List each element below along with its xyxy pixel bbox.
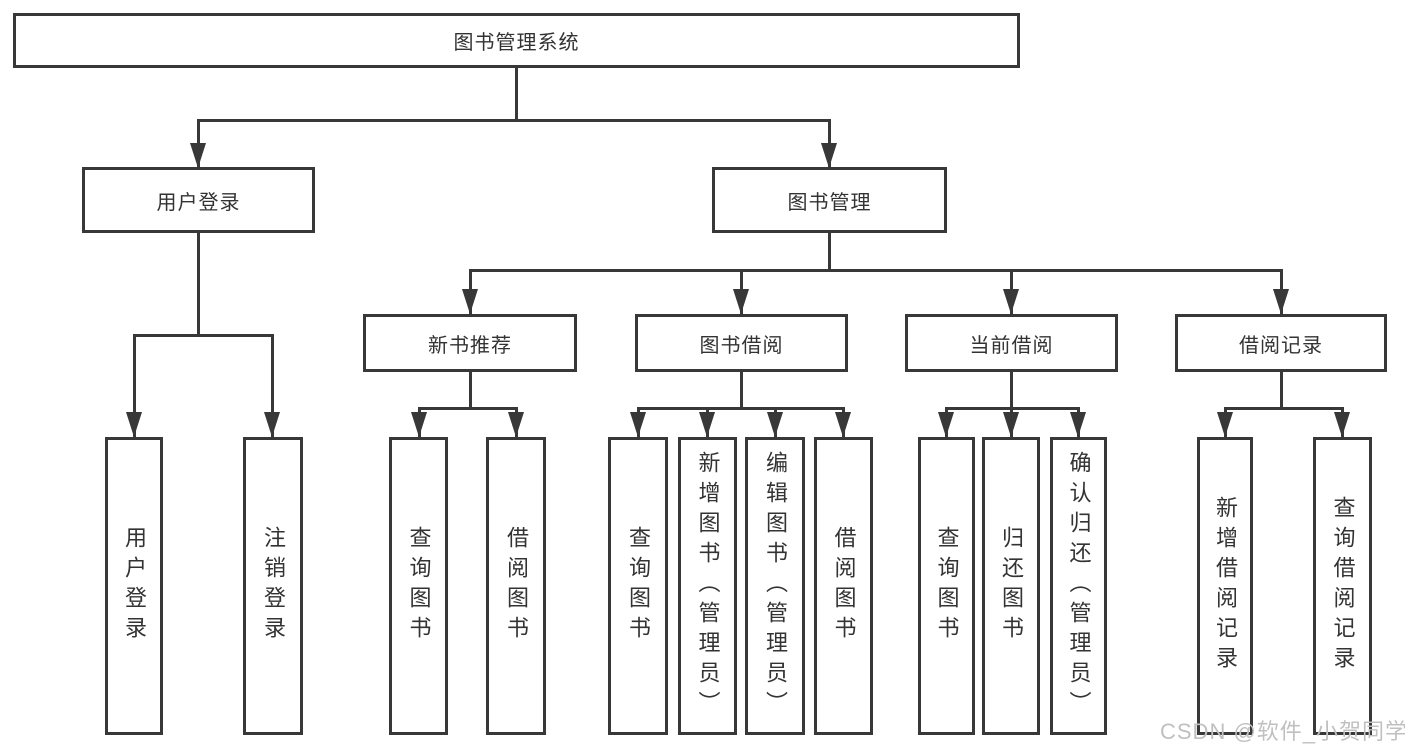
connector-book-borrowing-rail — [637, 407, 845, 410]
connector-borrowing-records-rail — [1224, 407, 1344, 410]
connector-current-borrowing-stem — [1010, 370, 1013, 410]
arrowhead-down-icon — [1070, 412, 1086, 437]
leaf-query-borrow-record: 查询借阅记录 — [1313, 437, 1372, 735]
csdn-watermark: CSDN @软件_小贺同学 — [1160, 719, 1405, 744]
leaf-add-borrow-record: 新增借阅记录 — [1197, 437, 1253, 735]
leaf-logout: 注销登录 — [243, 437, 303, 735]
node-book-management: 图书管理 — [712, 167, 947, 233]
arrowhead-down-icon — [1217, 412, 1233, 437]
connector-borrowing-records-stem — [1280, 370, 1283, 410]
node-borrowing-records: 借阅记录 — [1175, 314, 1387, 372]
leaf-label: 编辑图书（管理员） — [763, 451, 788, 721]
arrowhead-down-icon — [699, 412, 715, 437]
leaf-label: 注销登录 — [261, 526, 286, 646]
leaf-query-books-borrowing: 查询图书 — [608, 437, 668, 735]
arrowhead-down-icon — [767, 412, 783, 437]
arrowhead-down-icon — [938, 412, 954, 437]
arrowhead-down-icon — [821, 143, 837, 168]
connector-level3-rail — [469, 269, 1283, 272]
leaf-label: 查询图书 — [934, 526, 960, 646]
arrowhead-down-icon — [630, 412, 646, 437]
arrowhead-down-icon — [508, 412, 524, 437]
node-root: 图书管理系统 — [13, 13, 1020, 68]
leaf-label: 归还图书 — [999, 526, 1024, 646]
node-book-borrowing: 图书借阅 — [635, 314, 848, 372]
leaf-label: 查询图书 — [406, 526, 432, 646]
arrowhead-down-icon — [1003, 289, 1019, 314]
connector-new-book-stem — [469, 370, 472, 410]
arrowhead-down-icon — [733, 289, 749, 314]
connector-book-management-stem — [828, 231, 831, 272]
arrowhead-down-icon — [462, 289, 478, 314]
arrowhead-down-icon — [1003, 412, 1019, 437]
node-new-book-recommendation: 新书推荐 — [363, 314, 577, 372]
connector-to-leaf-user-login — [133, 334, 136, 437]
leaf-query-books-current: 查询图书 — [918, 437, 975, 735]
leaf-label: 借阅图书 — [504, 526, 529, 646]
leaf-borrow-books-recommend: 借阅图书 — [486, 437, 546, 735]
node-user-login: 用户登录 — [82, 167, 315, 233]
leaf-borrow-books: 借阅图书 — [814, 437, 873, 735]
leaf-label: 查询图书 — [626, 526, 651, 646]
connector-root-stem — [515, 66, 518, 121]
leaf-label: 确认归还（管理员） — [1066, 451, 1092, 721]
leaf-label: 借阅图书 — [831, 526, 857, 646]
leaf-edit-book-admin: 编辑图书（管理员） — [745, 437, 805, 735]
connector-to-leaf-logout — [271, 334, 274, 437]
leaf-query-books-recommend: 查询图书 — [389, 437, 448, 735]
arrowhead-down-icon — [190, 143, 206, 168]
leaf-label: 用户登录 — [122, 526, 147, 646]
node-current-borrowing: 当前借阅 — [905, 314, 1118, 372]
leaf-confirm-return-admin: 确认归还（管理员） — [1050, 437, 1107, 735]
leaf-return-book: 归还图书 — [982, 437, 1040, 735]
arrowhead-down-icon — [1334, 412, 1350, 437]
leaf-label: 查询借阅记录 — [1330, 496, 1356, 676]
arrowhead-down-icon — [1273, 289, 1289, 314]
arrowhead-down-icon — [126, 412, 142, 437]
arrowhead-down-icon — [411, 412, 427, 437]
connector-book-borrowing-stem — [740, 370, 743, 410]
connector-user-login-stem — [197, 231, 200, 336]
leaf-add-book-admin: 新增图书（管理员） — [678, 437, 737, 735]
connector-new-book-rail — [418, 407, 518, 410]
arrowhead-down-icon — [835, 412, 851, 437]
leaf-label: 新增借阅记录 — [1213, 496, 1238, 676]
leaf-user-login: 用户登录 — [105, 437, 163, 735]
leaf-label: 新增图书（管理员） — [695, 451, 721, 721]
connector-level2-rail — [197, 119, 831, 122]
arrowhead-down-icon — [264, 412, 280, 437]
connector-user-login-rail — [133, 334, 274, 337]
